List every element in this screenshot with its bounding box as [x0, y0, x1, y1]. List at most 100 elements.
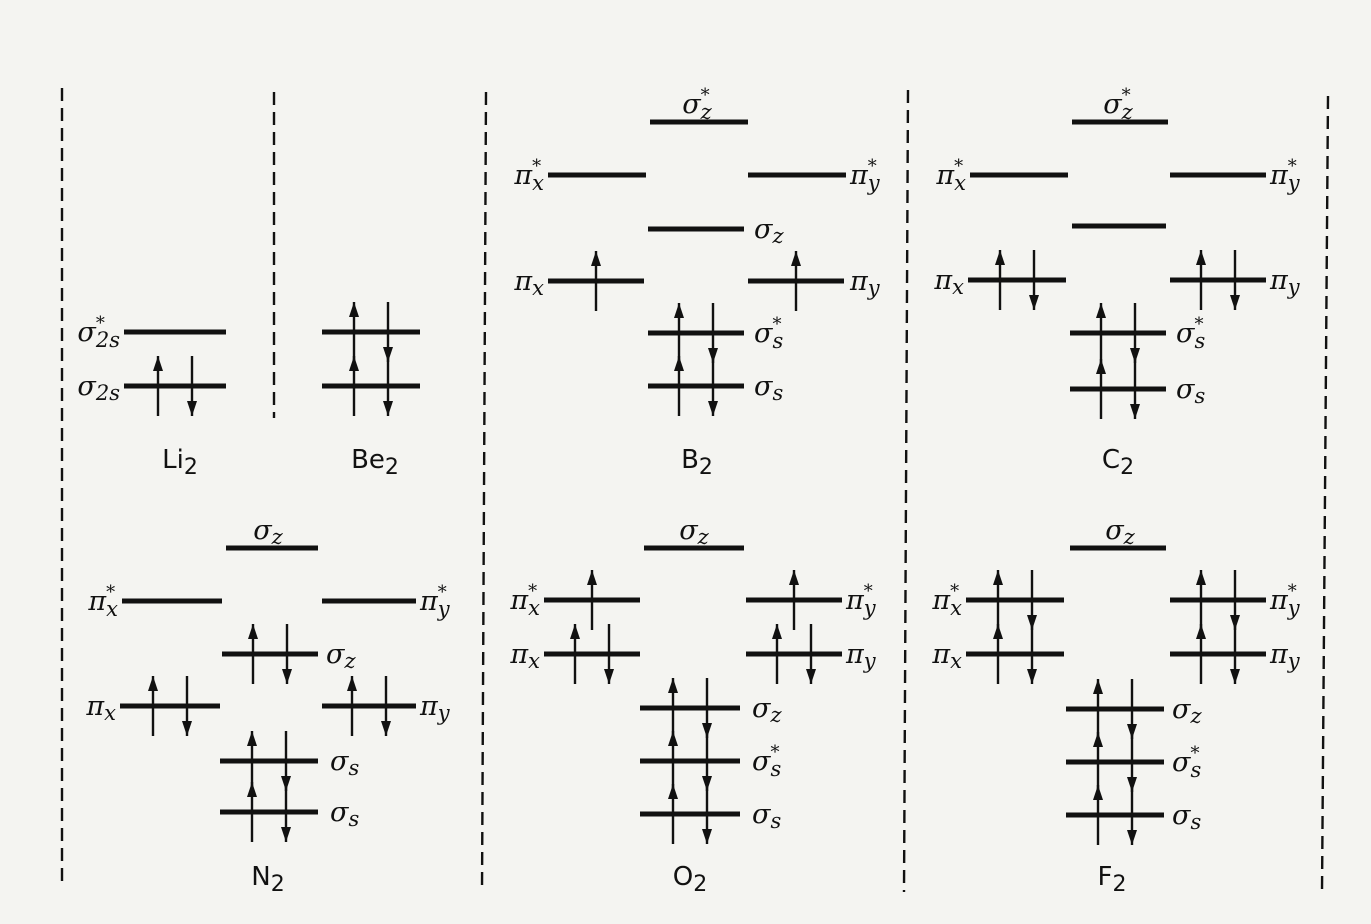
spin-down-arrow-head: [604, 669, 614, 684]
orbital-label-px_star: π*x: [509, 581, 540, 620]
spin-up-arrow-head: [674, 303, 684, 318]
spin-down-arrow-head: [383, 347, 393, 362]
orbital-label-sz: σz: [679, 515, 709, 549]
spin-down-arrow-head: [806, 669, 816, 684]
spin-down-arrow-head: [1027, 669, 1037, 684]
molecule-name-b2: B2: [681, 445, 713, 480]
spin-down-arrow-head: [702, 776, 712, 791]
orbital-label-py_star: π*y: [1269, 581, 1301, 620]
molecule-name-f2: F2: [1098, 862, 1127, 897]
spin-up-arrow-head: [248, 624, 258, 639]
orbital-label-py: πy: [1269, 639, 1301, 673]
spin-down-arrow-head: [1230, 615, 1240, 630]
spin-up-arrow-head: [570, 624, 580, 639]
spin-up-arrow-head: [993, 570, 1003, 585]
spin-down-arrow-head: [381, 721, 391, 736]
spin-up-arrow-head: [1093, 785, 1103, 800]
spin-up-arrow-head: [674, 356, 684, 371]
spin-down-arrow-head: [702, 723, 712, 738]
spin-down-arrow-head: [383, 401, 393, 416]
orbital-label-sz_star: σ*z: [1103, 85, 1133, 124]
molecule-name-c2: C2: [1102, 445, 1134, 480]
molecule-name-be2: Be2: [351, 445, 399, 480]
spin-down-arrow-head: [187, 401, 197, 416]
orbital-label-s2s_star: σ*2s: [77, 313, 120, 352]
molecule-name-li2: Li2: [162, 445, 198, 480]
spin-up-arrow-head: [591, 251, 601, 266]
orbital-label-s2s: σ2s: [77, 371, 120, 405]
molecule-be2: Be2: [322, 302, 420, 480]
orbital-label-px: πx: [509, 639, 540, 673]
orbital-label-sz: σz: [326, 639, 356, 673]
orbital-label-px: πx: [931, 639, 962, 673]
spin-up-arrow-head: [995, 250, 1005, 265]
orbital-label-ss_star: σ*s: [754, 314, 783, 353]
orbital-label-sz_star: σ*z: [682, 85, 712, 124]
orbital-label-px_star: π*x: [935, 156, 966, 195]
orbital-label-ss: σs: [1176, 374, 1205, 408]
orbital-label-py_star: π*y: [849, 156, 881, 195]
spin-up-arrow-head: [1093, 679, 1103, 694]
orbital-label-ss_star: σ*s: [1176, 314, 1205, 353]
orbital-label-py: πy: [849, 266, 881, 300]
orbital-label-sz: σz: [253, 515, 283, 549]
orbital-label-ss: σs: [752, 799, 781, 833]
panel-divider-line: [480, 91, 488, 893]
orbital-label-ss: σs: [754, 371, 783, 405]
orbital-label-py: πy: [1269, 265, 1301, 299]
spin-up-arrow-head: [247, 731, 257, 746]
spin-down-arrow-head: [1230, 295, 1240, 310]
orbital-label-px_star: π*x: [87, 582, 118, 621]
spin-down-arrow-head: [281, 827, 291, 842]
orbital-label-ss: σs: [1172, 800, 1201, 834]
orbital-label-px_star: π*x: [513, 156, 544, 195]
orbital-label-sz: σz: [752, 693, 782, 727]
orbital-label-sz: σz: [1172, 694, 1202, 728]
orbital-label-ss_star: σ*s: [752, 742, 781, 781]
molecule-name-n2: N2: [251, 862, 284, 897]
orbital-label-px_star: π*x: [931, 581, 962, 620]
spin-up-arrow-head: [791, 251, 801, 266]
orbital-label-px: πx: [933, 265, 964, 299]
panel-dividers: [60, 88, 1330, 893]
orbital-label-ss: σs: [330, 797, 359, 831]
orbital-label-ss_star: σ*s: [1172, 743, 1201, 782]
spin-up-arrow-head: [349, 356, 359, 371]
spin-up-arrow-head: [1093, 732, 1103, 747]
spin-up-arrow-head: [1196, 570, 1206, 585]
spin-down-arrow-head: [1127, 830, 1137, 845]
orbital-label-px: πx: [85, 691, 116, 725]
spin-down-arrow-head: [1127, 777, 1137, 792]
spin-up-arrow-head: [247, 782, 257, 797]
spin-down-arrow-head: [702, 829, 712, 844]
orbital-label-sz: σz: [754, 214, 784, 248]
spin-up-arrow-head: [1096, 303, 1106, 318]
spin-down-arrow-head: [182, 721, 192, 736]
spin-down-arrow-head: [1130, 348, 1140, 363]
spin-up-arrow-head: [349, 302, 359, 317]
spin-up-arrow-head: [153, 356, 163, 371]
orbital-label-py: πy: [419, 691, 451, 725]
orbital-label-py_star: π*y: [845, 581, 877, 620]
molecule-name-o2: O2: [673, 862, 707, 897]
spin-up-arrow-head: [347, 676, 357, 691]
spin-down-arrow-head: [1029, 295, 1039, 310]
panel-divider-line: [1320, 95, 1330, 893]
panel-divider-line: [902, 89, 910, 893]
spin-down-arrow-head: [1230, 669, 1240, 684]
spin-up-arrow-head: [668, 784, 678, 799]
orbital-label-sz: σz: [1105, 515, 1135, 549]
orbital-label-py_star: π*y: [419, 582, 451, 621]
spin-up-arrow-head: [668, 678, 678, 693]
spin-down-arrow-head: [1027, 615, 1037, 630]
spin-up-arrow-head: [668, 731, 678, 746]
spin-down-arrow-head: [708, 401, 718, 416]
spin-up-arrow-head: [587, 570, 597, 585]
orbital-label-px: πx: [513, 266, 544, 300]
